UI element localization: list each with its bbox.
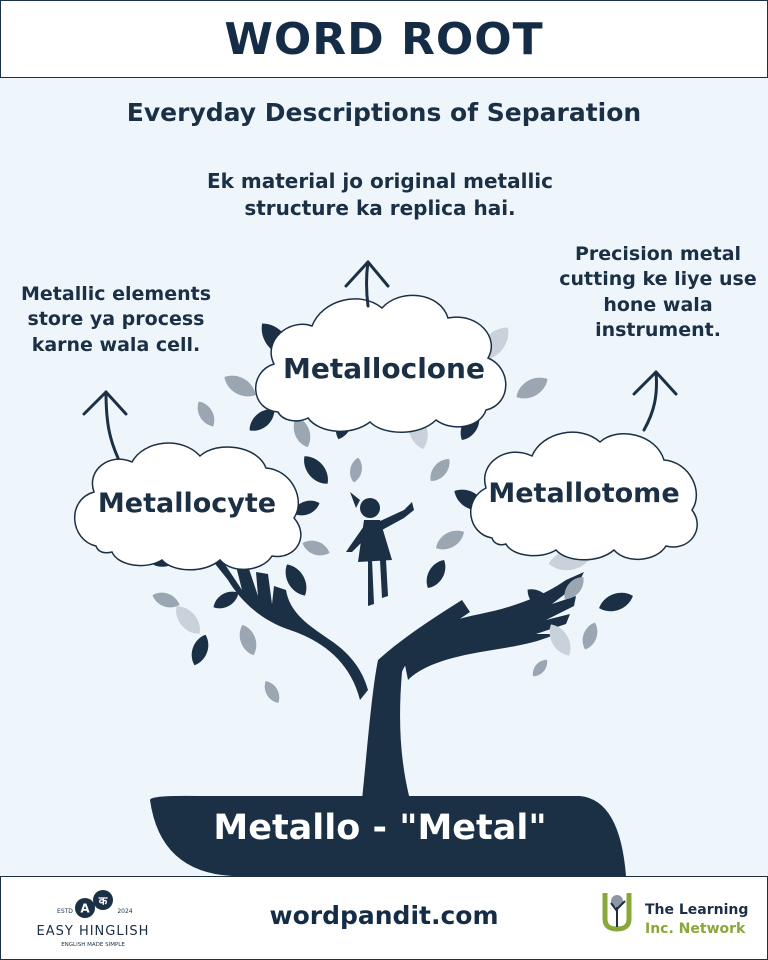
description-left: Metallic elements store ya process karne… [21,283,211,356]
word-center: Metalloclone [283,352,485,385]
cloud-center [255,294,507,433]
ground-shape [150,795,626,876]
left-hand-icon [212,560,368,700]
estd-label: ESTD [57,908,73,915]
word-left: Metallocyte [97,488,277,519]
page-title: WORD ROOT [224,13,544,65]
child-figure-icon [346,492,414,606]
easy-hinglish-tagline: ENGLISH MADE SIMPLE [61,942,125,948]
easy-hinglish-logo: A क ESTD 2024 EASY HINGLISH ENGLISH MADE… [37,890,150,948]
arrow-up-icon [82,390,128,460]
badge-k: क [98,895,108,908]
easy-hinglish-name: EASY HINGLISH [37,924,150,939]
subtitle: Everyday Descriptions of Separation [126,98,642,127]
root-label: Metallo - "Metal" [213,808,547,848]
footer: A क ESTD 2024 EASY HINGLISH ENGLISH MADE… [0,876,768,960]
arrow-up-icon [344,260,390,308]
cloud-right [470,431,698,561]
learning-inc-line1: The Learning [645,902,748,918]
arrow-up-icon [632,370,678,432]
description-center: Ek material jo original metallic structu… [206,169,554,220]
footer-logos: A क ESTD 2024 EASY HINGLISH ENGLISH MADE… [37,890,748,948]
title-bar: WORD ROOT [0,0,768,78]
learning-inc-line2: Inc. Network [645,921,746,937]
description-right: Precision metal cutting ke liye use hone… [559,243,757,341]
estd-year: 2024 [117,908,132,915]
word-right: Metallotome [488,478,680,509]
cloud-left [74,442,302,571]
footer-site-link[interactable]: wordpandit.com [269,901,499,930]
badge-a: A [80,902,90,916]
tree-trunk [362,600,470,800]
learning-inc-logo: The Learning Inc. Network [602,893,748,937]
